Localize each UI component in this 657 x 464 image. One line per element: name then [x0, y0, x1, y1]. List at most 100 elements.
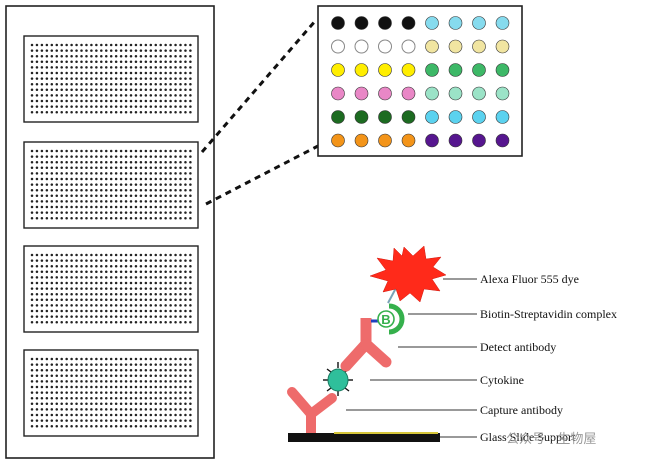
- array-spot: [144, 94, 148, 97]
- array-spot: [154, 177, 157, 181]
- array-spot: [124, 54, 128, 58]
- array-spot: [124, 391, 128, 394]
- array-spot: [90, 253, 93, 257]
- array-spot: [85, 253, 88, 257]
- capture-antibody: [287, 387, 337, 433]
- array-spot: [129, 374, 133, 378]
- array-spot: [65, 391, 68, 394]
- array-spot: [174, 253, 177, 257]
- array-spot: [169, 105, 172, 108]
- array-spot: [50, 281, 54, 285]
- array-spot: [179, 66, 182, 69]
- array-spot: [105, 253, 108, 257]
- array-spot: [70, 66, 73, 69]
- array-spot: [184, 402, 187, 406]
- array-spot: [179, 419, 182, 422]
- array-spot: [65, 177, 68, 181]
- array-spot: [90, 281, 93, 285]
- array-spot: [90, 424, 93, 428]
- array-spot: [65, 304, 68, 307]
- array-spot: [45, 309, 49, 313]
- array-spot: [129, 281, 133, 285]
- array-spot: [179, 287, 182, 290]
- array-spot: [65, 292, 68, 296]
- array-spot: [35, 94, 39, 97]
- array-spot: [169, 391, 172, 394]
- array-spot: [129, 380, 133, 383]
- array-spot: [184, 264, 187, 268]
- array-spot: [134, 298, 138, 302]
- array-spot: [114, 368, 118, 372]
- array-spot: [119, 43, 123, 47]
- array-spot: [114, 166, 118, 170]
- zoom-spot-white: [331, 39, 345, 54]
- array-spot: [149, 380, 153, 383]
- array-block: [23, 245, 199, 333]
- array-spot: [189, 281, 192, 285]
- array-spot: [105, 270, 108, 274]
- array-spot: [55, 177, 58, 181]
- array-spot: [139, 357, 143, 361]
- array-spot: [154, 155, 157, 158]
- zoom-spot-orange: [354, 133, 369, 148]
- array-spot: [109, 211, 113, 214]
- array-spot: [139, 160, 143, 164]
- array-spot: [179, 82, 182, 86]
- array-spot: [85, 287, 88, 290]
- array-spot: [70, 43, 73, 47]
- array-spot: [154, 396, 157, 400]
- array-spot: [40, 374, 44, 378]
- array-spot: [109, 82, 113, 86]
- array-spot: [109, 304, 113, 307]
- array-spot: [179, 183, 182, 186]
- array-spot: [80, 105, 83, 108]
- array-spot: [119, 172, 123, 175]
- array-spot: [109, 200, 113, 203]
- array-spot: [85, 155, 88, 158]
- array-spot: [124, 315, 128, 318]
- array-spot: [75, 110, 78, 114]
- array-spot: [159, 77, 162, 80]
- array-spot: [159, 194, 162, 198]
- array-spot: [189, 49, 192, 52]
- array-spot: [114, 413, 118, 417]
- array-spot: [30, 391, 34, 394]
- array-spot: [169, 259, 172, 262]
- array-spot: [45, 259, 49, 262]
- array-spot: [55, 391, 58, 394]
- array-spot: [109, 188, 113, 192]
- array-spot: [95, 287, 98, 290]
- array-spot: [129, 205, 133, 209]
- array-spot: [85, 105, 88, 108]
- array-spot: [80, 194, 83, 198]
- array-spot: [164, 320, 167, 324]
- array-spot: [169, 183, 172, 186]
- array-spot: [60, 264, 63, 268]
- array-spot: [189, 172, 192, 175]
- array-spot: [70, 281, 73, 285]
- array-spot: [179, 200, 182, 203]
- zoom-spot-orange: [331, 133, 345, 148]
- array-spot: [40, 54, 44, 58]
- array-spot: [105, 183, 108, 186]
- array-spot: [134, 259, 138, 262]
- array-spot: [164, 177, 167, 181]
- array-spot: [109, 391, 113, 394]
- array-spot: [75, 49, 78, 52]
- array-spot: [90, 99, 93, 103]
- array-spot: [149, 188, 153, 192]
- array-spot: [179, 298, 182, 302]
- array-spot: [55, 298, 58, 302]
- array-spot: [65, 298, 68, 302]
- array-spot: [105, 276, 108, 279]
- array-spot: [105, 287, 108, 290]
- array-spot: [124, 270, 128, 274]
- array-spot: [60, 276, 63, 279]
- array-spot: [179, 374, 182, 378]
- array-spot: [95, 292, 98, 296]
- array-spot: [90, 71, 93, 75]
- array-spot: [55, 419, 58, 422]
- array-spot: [119, 276, 123, 279]
- array-spot: [35, 43, 39, 47]
- array-spot: [75, 253, 78, 257]
